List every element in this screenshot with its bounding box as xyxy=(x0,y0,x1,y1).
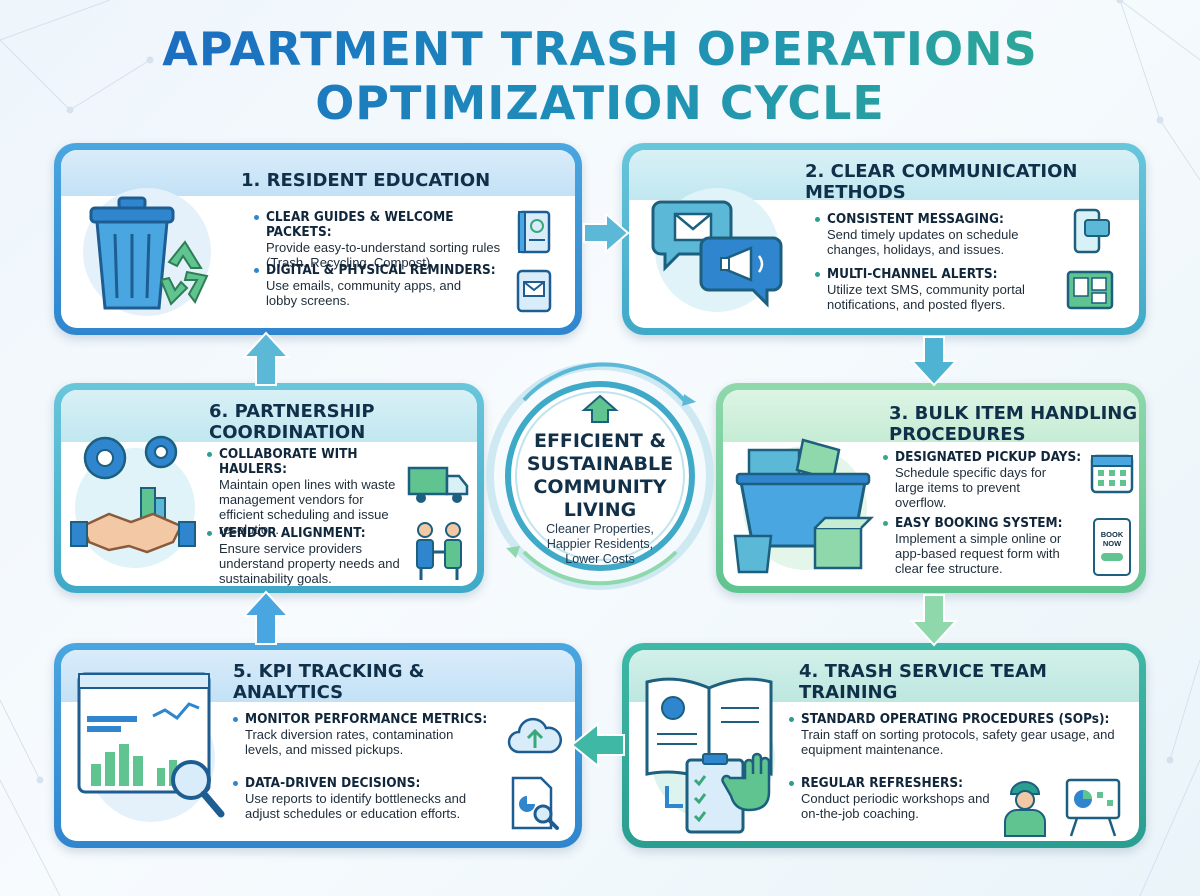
arrow-step5-to-step6 xyxy=(242,590,290,645)
step-card-partnership-coordination: 6. PARTNERSHIP COORDINATION COLLABORATE … xyxy=(54,383,484,593)
step-1-title: 1. RESIDENT EDUCATION xyxy=(241,170,491,191)
phone-message-icon xyxy=(1073,208,1110,254)
step-4-title: 4. TRASH SERVICE TEAM TRAINING xyxy=(799,661,1047,703)
arrow-step4-to-step5 xyxy=(570,722,625,768)
title-line-1: APARTMENT TRASH OPERATIONS xyxy=(0,22,1200,76)
step-card-bulk-item-handling: 3. BULK ITEM HANDLING PROCEDURES DESIGNA… xyxy=(716,383,1146,593)
step-card-communication-methods: 2. CLEAR COMMUNICATION METHODS CONSISTEN… xyxy=(622,143,1146,335)
step-card-service-team-training: 4. TRASH SERVICE TEAM TRAINING STANDARD … xyxy=(622,643,1146,848)
center-cycle-ring xyxy=(486,362,714,590)
center-headline: EFFICIENT & SUSTAINABLE COMMUNITY LIVING xyxy=(526,430,674,521)
step-2-title: 2. CLEAR COMMUNICATION METHODS xyxy=(805,161,1078,203)
step-card-resident-education: 1. RESIDENT EDUCATION CLEAR GUIDES & WEL… xyxy=(54,143,582,335)
step-4-item-1: STANDARD OPERATING PROCEDURES (SOPs): Tr… xyxy=(789,712,1121,757)
center-subtitle: Cleaner Properties, Happier Residents, L… xyxy=(546,522,654,566)
step-1-item-2: DIGITAL & PHYSICAL REMINDERS: Use emails… xyxy=(254,263,521,308)
step-2-item-1: CONSISTENT MESSAGING: Send timely update… xyxy=(815,212,1077,257)
cloud-upload-icon xyxy=(507,717,563,754)
vendor-handshake-icon xyxy=(416,522,462,580)
step-6-item-1: COLLABORATE WITH HAULERS: Maintain open … xyxy=(207,447,429,537)
bulk-items-bin-icon xyxy=(733,438,875,574)
trash-can-recycle-icon xyxy=(83,188,211,316)
step-3-title: 3. BULK ITEM HANDLING PROCEDURES xyxy=(889,403,1138,445)
step-2-item-2: MULTI-CHANNEL ALERTS: Utilize text SMS, … xyxy=(815,267,1077,312)
guidebook-icon xyxy=(517,210,551,254)
training-manual-icon xyxy=(645,677,775,834)
step-4-item-2: REGULAR REFRESHERS: Conduct periodic wor… xyxy=(789,776,1011,821)
step-3-item-2: EASY BOOKING SYSTEM: Implement a simple … xyxy=(883,516,1105,576)
title-line-2: OPTIMIZATION CYCLE xyxy=(0,76,1200,130)
book-now-tablet-icon: BOOK NOW xyxy=(1093,518,1131,576)
gears-handshake-icon xyxy=(70,435,196,568)
step-card-kpi-tracking: 5. KPI TRACKING & ANALYTICS MONITOR PERF… xyxy=(54,643,582,848)
tablet-email-icon xyxy=(516,269,552,313)
analytics-dashboard-icon xyxy=(77,672,225,822)
calendar-icon xyxy=(1090,454,1134,494)
step-5-item-1: MONITOR PERFORMANCE METRICS: Track diver… xyxy=(233,712,495,757)
presentation-board-icon xyxy=(1065,778,1121,837)
center-goal-badge: EFFICIENT & SUSTAINABLE COMMUNITY LIVING… xyxy=(484,360,716,592)
arrow-step2-to-step3 xyxy=(910,336,958,387)
step-5-title: 5. KPI TRACKING & ANALYTICS xyxy=(233,661,425,703)
delivery-truck-icon xyxy=(407,466,469,503)
arrow-step6-to-step1 xyxy=(242,331,290,386)
step-1-item-1: CLEAR GUIDES & WELCOME PACKETS: Provide … xyxy=(254,210,521,270)
page-title: APARTMENT TRASH OPERATIONS OPTIMIZATION … xyxy=(0,22,1200,130)
step-3-item-1: DESIGNATED PICKUP DAYS: Schedule specifi… xyxy=(883,450,1095,510)
notice-board-icon xyxy=(1066,270,1114,310)
step-5-item-2: DATA-DRIVEN DECISIONS: Use reports to id… xyxy=(233,776,495,821)
arrow-step1-to-step2 xyxy=(583,212,630,254)
report-search-icon xyxy=(511,776,559,830)
staff-worker-icon xyxy=(1004,781,1046,837)
arrow-step3-to-step4 xyxy=(910,594,958,647)
step-6-item-2: VENDOR ALIGNMENT: Ensure service provide… xyxy=(207,526,429,586)
chat-megaphone-icon xyxy=(651,188,783,312)
step-6-title: 6. PARTNERSHIP COORDINATION xyxy=(209,401,375,443)
